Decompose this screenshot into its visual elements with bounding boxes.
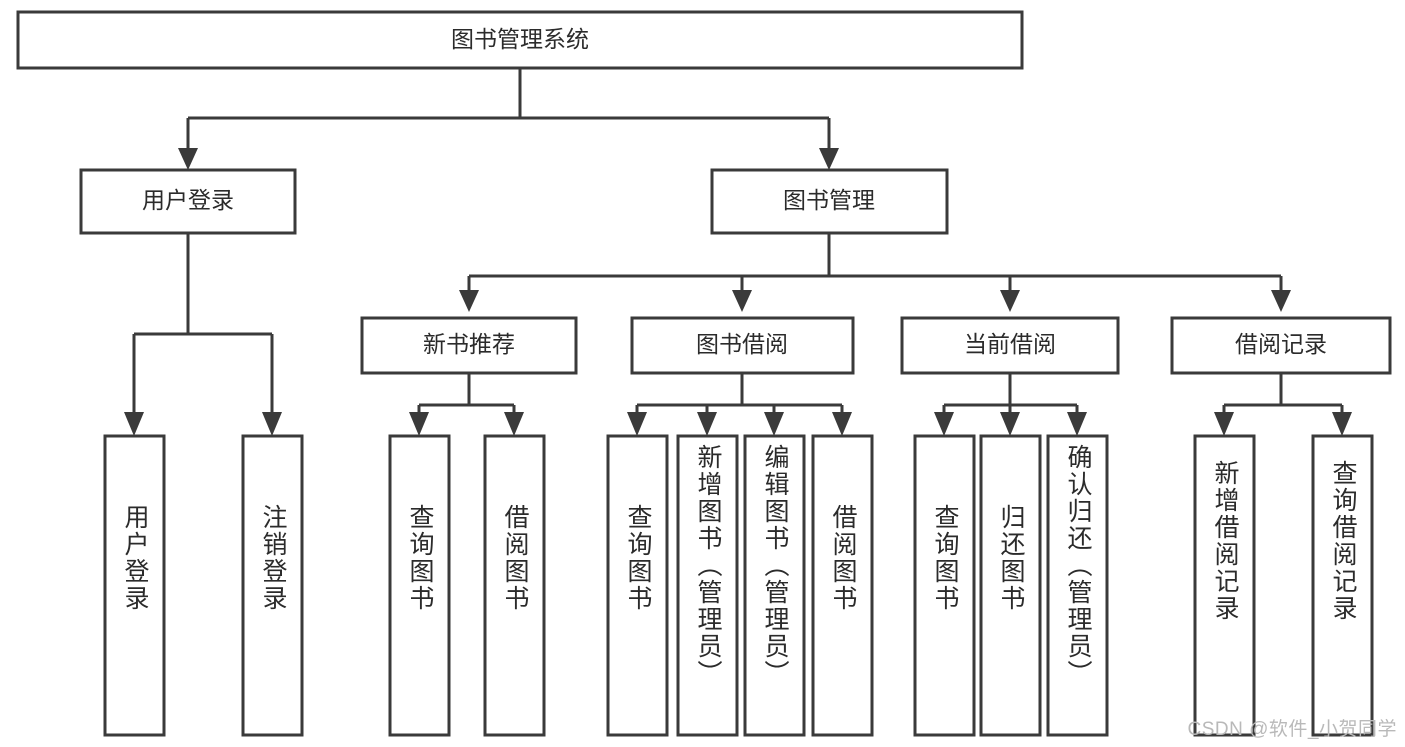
connector-group-bookborrow-leaves bbox=[627, 373, 852, 436]
leaf-box-confirm-return[interactable] bbox=[1046, 434, 1109, 737]
arrow-head-leaf-edit-book bbox=[764, 412, 784, 436]
arrow-head-leaf-borrow-book-1 bbox=[504, 412, 524, 436]
leaf-box-add-record[interactable] bbox=[1193, 434, 1256, 737]
arrow-head-leaf-add-book bbox=[697, 412, 717, 436]
leaf-box-user-login[interactable] bbox=[103, 434, 166, 737]
arrow-head-leaf-user-login bbox=[124, 412, 144, 436]
arrow-head-currentborrow bbox=[1000, 290, 1020, 312]
leaf-box-return-book[interactable] bbox=[979, 434, 1042, 737]
leaf-box-query-record[interactable] bbox=[1311, 434, 1374, 737]
node-user-login-label: 用户登录 bbox=[142, 187, 234, 213]
arrow-head-leaf-logout bbox=[262, 412, 282, 436]
arrow-head-leaf-return-book bbox=[1000, 412, 1020, 436]
arrow-head-bookmgmt bbox=[819, 148, 839, 170]
connector-group-bookmgmt bbox=[459, 233, 1291, 312]
connector-group-borrowrecord-leaves bbox=[1214, 373, 1352, 436]
node-book-management-label: 图书管理 bbox=[783, 187, 875, 213]
node-new-book-recommend-label: 新书推荐 bbox=[423, 331, 515, 357]
node-user-login-box[interactable] bbox=[79, 168, 297, 235]
watermark-text: CSDN @软件_小贺同学 bbox=[1187, 719, 1397, 740]
node-root-label: 图书管理系统 bbox=[451, 26, 589, 52]
arrow-head-leaf-confirm-return bbox=[1067, 412, 1087, 436]
arrow-head-userlogin bbox=[178, 148, 198, 170]
node-new-book-recommend-box[interactable] bbox=[360, 316, 578, 375]
arrow-head-leaf-query-book-1 bbox=[409, 412, 429, 436]
leaf-box-add-book[interactable] bbox=[676, 434, 739, 737]
node-root-box[interactable] bbox=[16, 10, 1024, 70]
leaf-box-query-book-3[interactable] bbox=[913, 434, 976, 737]
node-current-borrow-label: 当前借阅 bbox=[964, 331, 1056, 357]
leaf-box-query-book-1[interactable] bbox=[388, 434, 451, 737]
arrow-head-leaf-borrow-book-2 bbox=[832, 412, 852, 436]
connector-group-currentborrow-leaves bbox=[934, 373, 1087, 436]
node-book-management-box[interactable] bbox=[710, 168, 949, 235]
arrow-head-leaf-query-record bbox=[1332, 412, 1352, 436]
leaf-box-borrow-book-1[interactable] bbox=[483, 434, 546, 737]
node-book-borrow-label: 图书借阅 bbox=[696, 331, 788, 357]
arrow-head-newbook bbox=[459, 290, 479, 312]
connector-group-root bbox=[178, 68, 839, 170]
leaf-box-logout[interactable] bbox=[241, 434, 304, 737]
arrow-head-leaf-query-book-3 bbox=[934, 412, 954, 436]
arrow-head-leaf-add-record bbox=[1214, 412, 1234, 436]
leaf-box-edit-book[interactable] bbox=[743, 434, 806, 737]
node-borrow-record-label: 借阅记录 bbox=[1235, 331, 1327, 357]
node-current-borrow-box[interactable] bbox=[900, 316, 1120, 375]
arrow-head-leaf-query-book-2 bbox=[627, 412, 647, 436]
leaf-box-query-book-2[interactable] bbox=[606, 434, 669, 737]
arrow-head-borrowrecord bbox=[1271, 290, 1291, 312]
connector-group-newbook-leaves bbox=[409, 373, 524, 436]
connector-group-userlogin-leaves bbox=[124, 233, 282, 436]
arrow-head-bookborrow bbox=[732, 290, 752, 312]
leaf-box-borrow-book-2[interactable] bbox=[811, 434, 874, 737]
node-borrow-record-box[interactable] bbox=[1170, 316, 1392, 375]
node-book-borrow-box[interactable] bbox=[630, 316, 855, 375]
